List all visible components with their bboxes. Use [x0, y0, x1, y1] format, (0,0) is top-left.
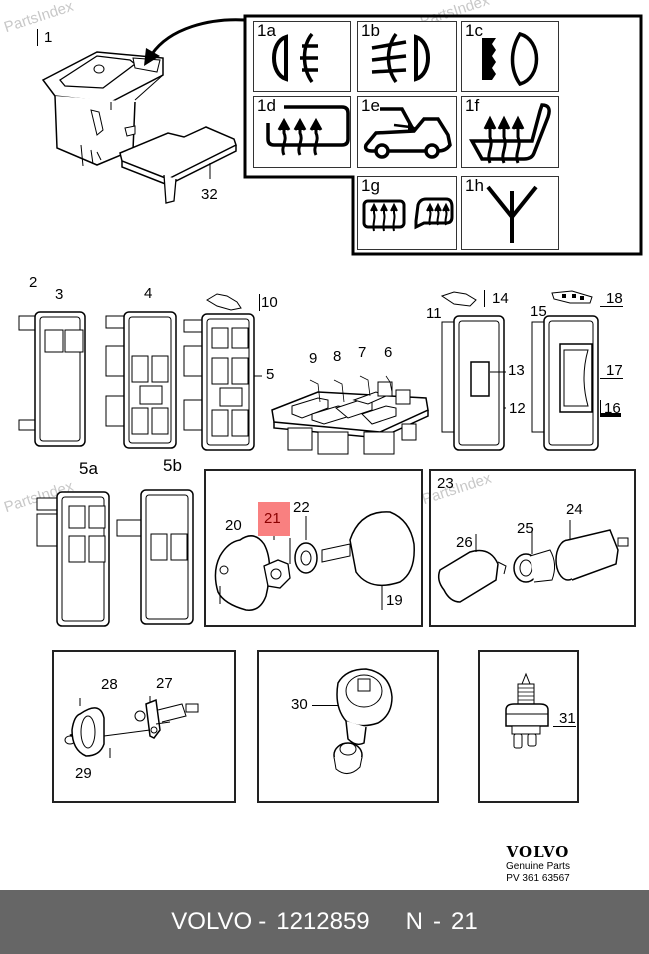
callout-15[interactable]: 15	[530, 303, 547, 320]
callout-10[interactable]: 10	[251, 295, 278, 311]
callout-3[interactable]: 3	[55, 286, 64, 303]
clip-14-drawing	[440, 291, 477, 307]
brand-subtitle: Genuine Parts	[506, 861, 570, 872]
rocker-switch-drawing	[41, 51, 164, 167]
group-box-30	[257, 650, 439, 803]
callout-23[interactable]: 23	[437, 475, 454, 492]
callout-17[interactable]: 17	[600, 363, 623, 379]
symbol-tag: 1g	[360, 176, 381, 195]
publication-code: PV 361 63567	[506, 873, 570, 884]
group-box-27-29	[52, 650, 236, 803]
cigarette-lighter-drawing	[437, 520, 629, 603]
callout-4[interactable]: 4	[144, 285, 153, 302]
parts-diagram: PartsIndex PartsIndex PartsIndex PartsIn…	[2, 0, 643, 885]
symbol-cell-1h[interactable]: 1h	[461, 176, 559, 250]
group-box-31	[478, 650, 579, 803]
callout-6[interactable]: 6	[384, 344, 393, 361]
headlight-high-beam-icon	[482, 31, 539, 87]
rear-fog-light-icon	[272, 32, 318, 84]
symbol-cell-1g[interactable]: 1g	[357, 176, 457, 250]
footer-make: VOLVO	[171, 908, 253, 935]
footer-ref-number: 21	[451, 908, 478, 935]
switch-panel-3-drawing	[18, 311, 86, 447]
symbol-tag: 1h	[464, 176, 485, 195]
callout-11[interactable]: 11	[426, 305, 442, 322]
rear-window-defrost-icon	[266, 105, 350, 156]
callout-24[interactable]: 24	[566, 501, 583, 518]
antenna-icon	[486, 185, 538, 243]
convertible-roof-icon	[363, 107, 452, 159]
symbol-tag: 1d	[256, 96, 277, 115]
volvo-genuine-parts-block: VOLVO Genuine Parts PV 361 63567	[498, 843, 578, 885]
symbol-cell-1f[interactable]: 1f	[461, 96, 559, 168]
footer-part-number: 1212859	[276, 908, 370, 935]
cover-drawing	[119, 126, 237, 204]
pressure-switch-drawing	[505, 672, 549, 749]
symbol-tag: 1f	[464, 96, 481, 115]
symbol-cell-1a[interactable]: 1a	[253, 21, 351, 92]
callout-32[interactable]: 32	[201, 186, 218, 203]
callout-16[interactable]: 16	[600, 401, 621, 417]
callout-5b[interactable]: 5b	[163, 456, 182, 475]
symbol-cell-1e[interactable]: 1e	[357, 96, 457, 168]
arrow-icon	[144, 18, 246, 66]
callout-18[interactable]: 18	[600, 291, 623, 307]
volvo-logo: VOLVO	[506, 843, 570, 861]
callout-5[interactable]: 5	[266, 366, 275, 383]
switch-13-drawing	[441, 315, 506, 451]
group-box-23-26	[429, 469, 636, 627]
highlight-marker	[258, 502, 290, 536]
callout-14[interactable]: 14	[484, 291, 509, 307]
symbol-panel-outline	[243, 14, 643, 256]
callout-2[interactable]: 2	[29, 274, 38, 291]
callout-9[interactable]: 9	[309, 350, 318, 367]
callout-5a[interactable]: 5a	[79, 459, 98, 478]
callout-20[interactable]: 20	[225, 517, 242, 534]
callout-8[interactable]: 8	[333, 348, 342, 365]
switch-panel-5-drawing	[183, 313, 262, 451]
window-mirror-defrost-icon	[362, 197, 454, 232]
callout-1[interactable]: 1	[37, 29, 53, 46]
switch-block-drawing	[271, 375, 429, 455]
callout-28[interactable]: 28	[101, 676, 118, 693]
symbol-tag: 1b	[360, 21, 381, 40]
callout-22[interactable]: 22	[293, 499, 310, 516]
clip-10-drawing	[206, 293, 242, 311]
callout-25[interactable]: 25	[517, 520, 534, 537]
footer-separator: -	[258, 908, 267, 935]
switch-knob-30-drawing	[333, 668, 393, 774]
callout-30[interactable]: 30	[291, 697, 342, 713]
footer-bar: VOLVO - 1212859 N - 21	[0, 890, 649, 954]
callout-27[interactable]: 27	[156, 675, 173, 692]
callout-12[interactable]: 12	[509, 400, 526, 417]
switch-panel-5a-drawing	[36, 491, 110, 627]
symbol-tag: 1c	[464, 21, 484, 40]
callout-7[interactable]: 7	[358, 344, 367, 361]
rotary-switch-drawing	[214, 511, 415, 611]
symbol-cell-1c[interactable]: 1c	[461, 21, 559, 92]
callout-29[interactable]: 29	[75, 765, 92, 782]
symbol-cell-1d[interactable]: 1d	[253, 96, 351, 168]
clip-18-drawing	[551, 290, 593, 304]
footer-ref-prefix: N	[405, 908, 423, 935]
callout-21[interactable]: 21	[264, 510, 281, 527]
symbol-cell-1b[interactable]: 1b	[357, 21, 457, 92]
seat-heating-icon	[469, 103, 551, 164]
footer-separator: -	[433, 908, 441, 935]
symbol-tag: 1e	[360, 96, 381, 115]
switch-panel-4-drawing	[105, 311, 177, 449]
callout-19[interactable]: 19	[386, 592, 403, 609]
symbol-tag: 1a	[256, 21, 277, 40]
callout-26[interactable]: 26	[456, 534, 473, 551]
callout-31[interactable]: 31	[553, 711, 576, 727]
switch-17-drawing	[531, 315, 599, 451]
callout-13[interactable]: 13	[508, 362, 525, 379]
front-fog-light-icon	[371, 32, 430, 84]
switch-panel-5b-drawing	[116, 489, 194, 625]
group-box-19-22	[204, 469, 423, 627]
door-switch-drawing	[64, 696, 199, 758]
